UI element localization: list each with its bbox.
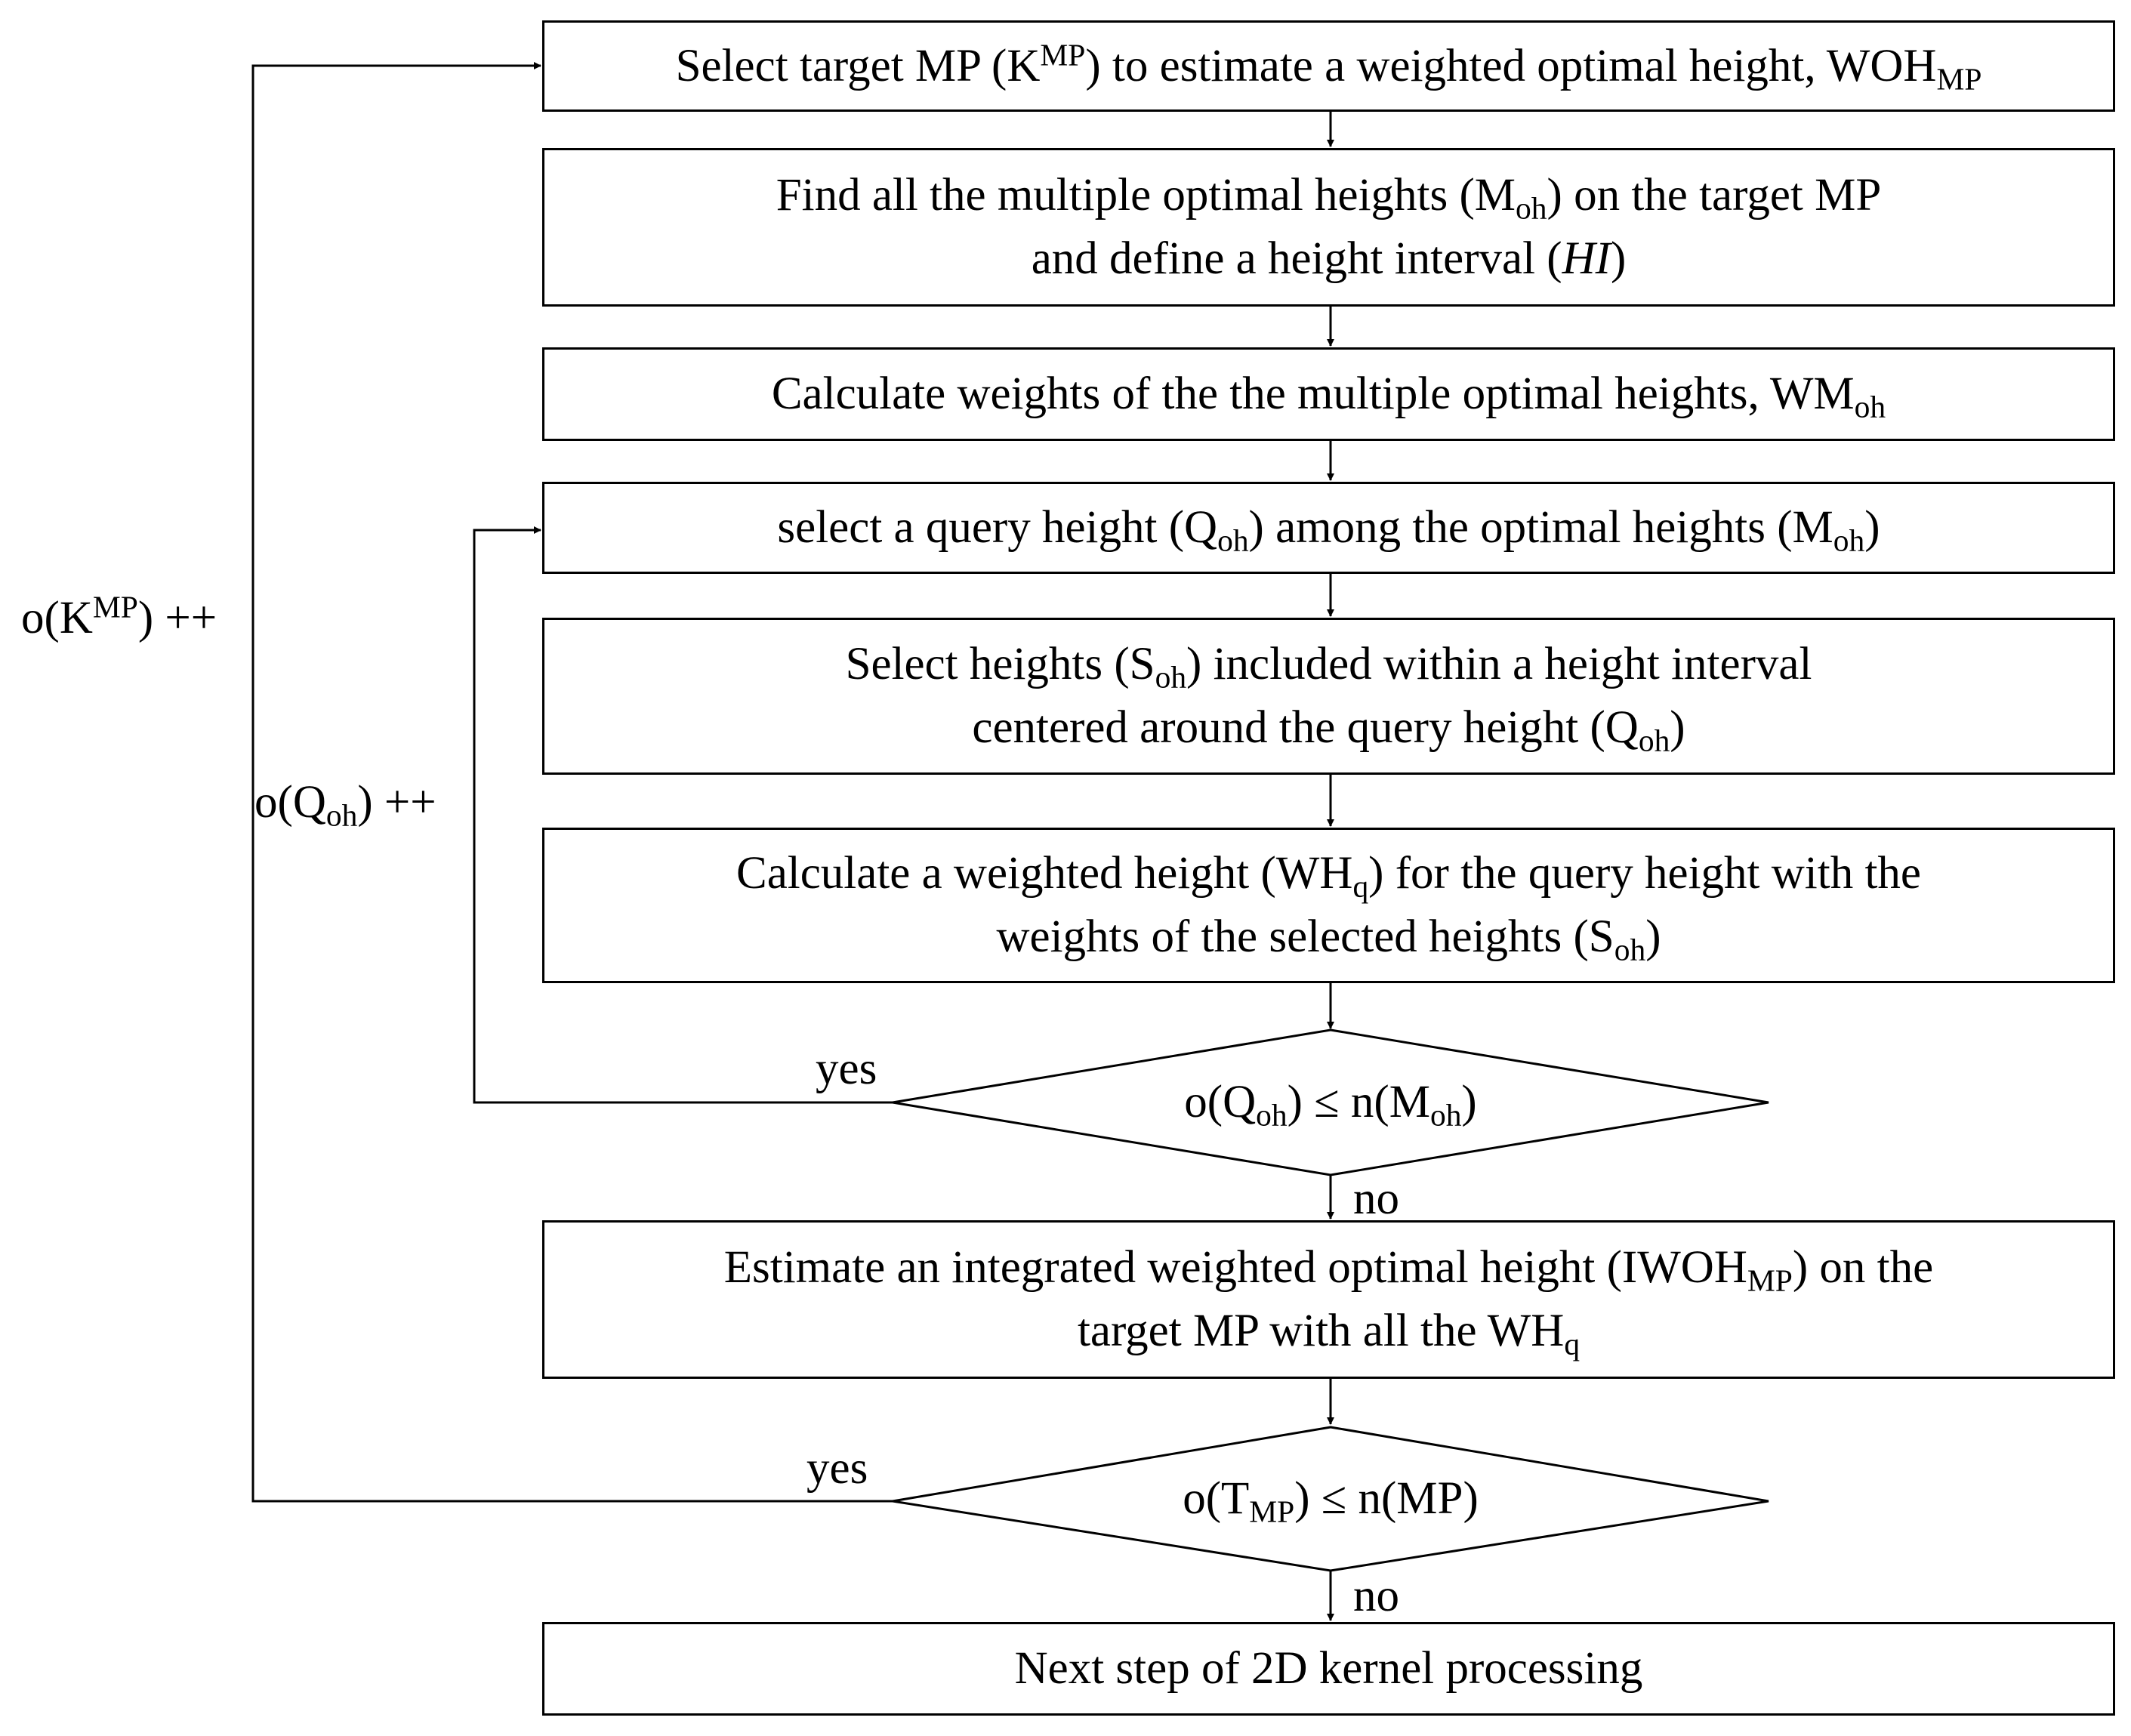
decision-1-text: o(Qoh) ≤ n(Moh)	[1184, 1077, 1477, 1133]
decision-1-condition: o(Qoh) ≤ n(Moh)	[893, 1030, 1769, 1175]
label-no-decision-2: no	[1353, 1571, 1399, 1621]
step-calculate-weighted-height: Calculate a weighted height (WHq) for th…	[542, 828, 2115, 983]
step-2-line-2: and define a height interval (HI)	[1031, 233, 1627, 284]
step-select-heights-in-interval: Select heights (Soh) included within a h…	[542, 618, 2115, 775]
step-6-line-2: weights of the selected heights (Soh)	[996, 911, 1661, 967]
step-6-line-1: Calculate a weighted height (WHq) for th…	[736, 848, 1921, 904]
step-estimate-integrated-height: Estimate an integrated weighted optimal …	[542, 1220, 2115, 1379]
step-5-line-1: Select heights (Soh) included within a h…	[845, 639, 1812, 695]
step-4-line-1: select a query height (Qoh) among the op…	[777, 502, 1880, 558]
step-1-line-1: Select target MP (KMP) to estimate a wei…	[675, 36, 1982, 97]
step-2-line-1: Find all the multiple optimal heights (M…	[776, 170, 1882, 226]
step-8-line-1: Next step of 2D kernel processing	[1014, 1643, 1643, 1694]
step-5-line-2: centered around the query height (Qoh)	[972, 702, 1685, 758]
loop-outer-connector	[251, 62, 893, 1503]
step-7-line-2: target MP with all the WHq	[1077, 1306, 1581, 1361]
label-inner-loop-increment: o(Qoh) ++	[254, 777, 436, 833]
step-3-line-1: Calculate weights of the the multiple op…	[771, 368, 1886, 424]
decision-diamond-1	[892, 1028, 1769, 1176]
label-yes-outer-loop: yes	[806, 1443, 868, 1494]
step-select-query-height: select a query height (Qoh) among the op…	[542, 482, 2115, 574]
step-next-2d-kernel: Next step of 2D kernel processing	[542, 1622, 2115, 1716]
decision-2-condition: o(TMP) ≤ n(MP)	[893, 1427, 1769, 1571]
label-no-decision-1: no	[1353, 1173, 1399, 1224]
label-yes-inner-loop: yes	[816, 1044, 877, 1094]
step-calculate-weights: Calculate weights of the the multiple op…	[542, 347, 2115, 441]
label-outer-loop-increment: o(KMP) ++	[21, 589, 217, 643]
loop-inner-connector	[473, 526, 893, 1104]
decision-2-text: o(TMP) ≤ n(MP)	[1183, 1473, 1479, 1529]
step-7-line-1: Estimate an integrated weighted optimal …	[723, 1242, 1934, 1298]
step-find-optimal-heights: Find all the multiple optimal heights (M…	[542, 148, 2115, 307]
step-select-target-mp: Select target MP (KMP) to estimate a wei…	[542, 20, 2115, 112]
decision-diamond-2	[892, 1426, 1769, 1572]
